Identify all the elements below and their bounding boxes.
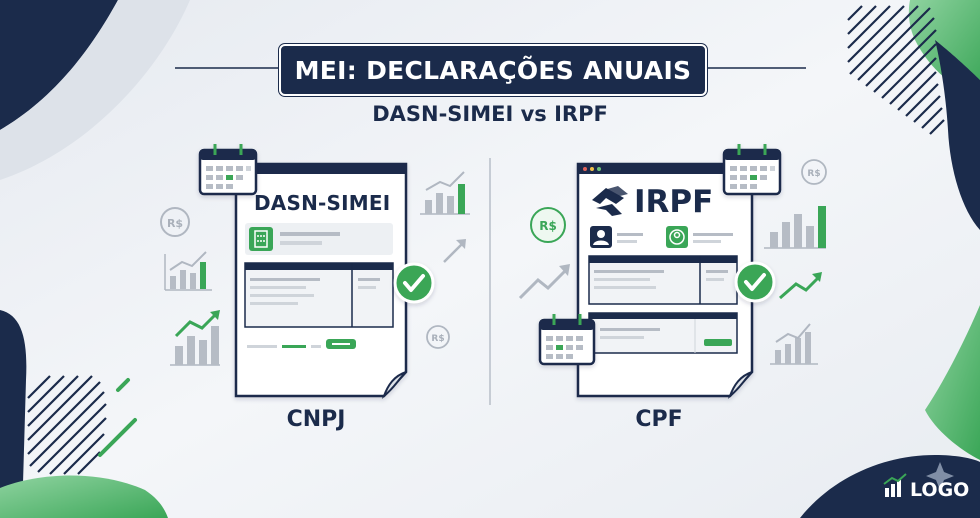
currency-icon: R$ <box>160 207 190 237</box>
trend-chart-icon <box>164 251 212 291</box>
data-table <box>244 262 394 328</box>
hatch-pattern-bottom-left <box>27 375 107 475</box>
trend-arrow-icon <box>443 239 466 263</box>
irpf-document-title: IRPF <box>634 184 714 220</box>
cpf-caption: CPF <box>635 407 683 432</box>
green-slash-marks <box>98 378 137 457</box>
currency-icon: R$ <box>426 325 450 349</box>
check-icon <box>734 261 776 303</box>
page-subtitle: DASN-SIMEI vs IRPF <box>372 102 608 126</box>
logo-bars-icon <box>883 473 907 497</box>
calendar-icon <box>538 314 596 366</box>
page-title: MEI: DECLARAÇÕES ANUAIS <box>294 55 692 85</box>
calendar-icon <box>722 144 782 196</box>
check-icon <box>393 262 435 304</box>
footer-lines <box>247 339 356 349</box>
company-info-row <box>245 223 393 255</box>
summary-box <box>588 312 738 354</box>
user-icon <box>593 230 609 245</box>
svg-text:R$: R$ <box>167 217 183 230</box>
sparkle-icon <box>926 462 954 490</box>
government-logo-icon <box>592 186 628 216</box>
hatch-pattern-top-right <box>847 5 945 135</box>
taxpayer-info-row <box>590 226 733 248</box>
cnpj-caption: CNPJ <box>286 407 346 432</box>
calendar-icon <box>198 144 258 196</box>
currency-icon: R$ <box>530 207 566 243</box>
dasn-simei-document-title: DASN-SIMEI <box>254 191 391 215</box>
trend-chart-icon <box>170 310 220 366</box>
svg-text:R$: R$ <box>807 169 820 179</box>
page-title-banner: MEI: DECLARAÇÕES ANUAIS <box>279 44 707 96</box>
currency-icon: R$ <box>801 159 827 185</box>
svg-text:R$: R$ <box>431 334 444 344</box>
data-table <box>588 255 738 305</box>
trend-arrow-icon <box>518 264 570 300</box>
logo-text: LOGO <box>910 479 970 501</box>
trend-chart-icon <box>770 323 818 365</box>
trend-arrow-icon <box>779 272 822 300</box>
svg-text:R$: R$ <box>539 219 557 233</box>
building-icon <box>254 230 268 248</box>
user-icon <box>669 229 685 245</box>
trend-chart-icon <box>764 206 826 249</box>
trend-chart-icon <box>420 171 470 215</box>
